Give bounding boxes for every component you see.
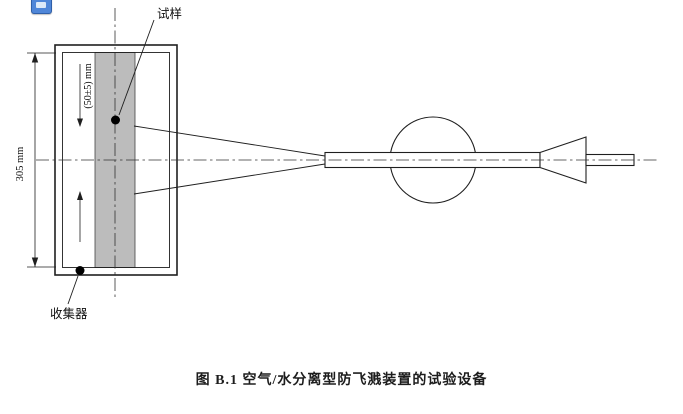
collector-leader-line bbox=[67, 275, 79, 305]
collector-callout: 收集器 bbox=[50, 266, 88, 321]
arrow-down-icon bbox=[77, 118, 83, 127]
centerlines bbox=[36, 8, 658, 300]
spray-cone-lower-line bbox=[133, 163, 326, 195]
specimen-point bbox=[111, 115, 120, 125]
collector-point bbox=[75, 266, 85, 275]
dimension-50-label: (50±5) mm bbox=[83, 63, 94, 108]
spray-cone bbox=[133, 125, 326, 195]
dimension-50: (50±5) mm bbox=[77, 63, 94, 242]
screenshot-tool-icon[interactable] bbox=[31, 0, 52, 14]
dimension-305-label: 305 mm bbox=[15, 147, 26, 182]
specimen-callout: 试样 bbox=[111, 6, 182, 125]
arrow-up-icon bbox=[31, 53, 39, 63]
figure-caption: 图 B.1 空气/水分离型防飞溅装置的试验设备 bbox=[195, 373, 488, 388]
arrow-up-icon bbox=[77, 191, 83, 200]
dimension-305: 305 mm bbox=[15, 52, 56, 268]
specimen-leader-line bbox=[118, 19, 155, 116]
specimen-label: 试样 bbox=[157, 6, 182, 21]
spray-cone-upper-line bbox=[133, 125, 326, 157]
collector-label: 收集器 bbox=[50, 306, 88, 321]
screenshot-tool-glyph bbox=[36, 2, 46, 8]
arrow-down-icon bbox=[31, 257, 39, 267]
